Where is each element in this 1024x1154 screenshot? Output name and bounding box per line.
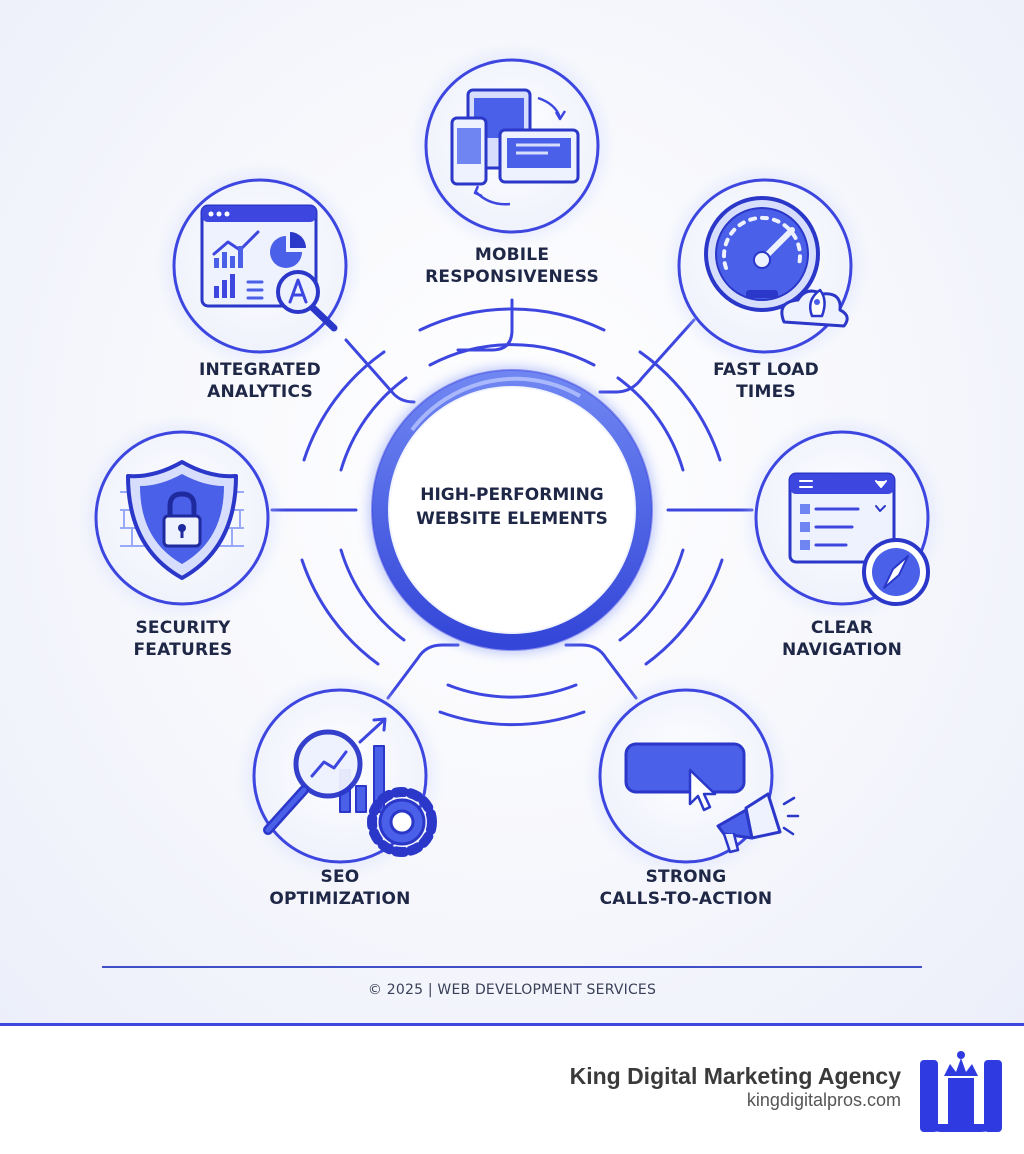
agency-url[interactable]: kingdigitalpros.com (746, 1090, 901, 1110)
hub-orbit-arcs (300, 307, 724, 727)
connector-analytics (344, 338, 416, 404)
cta-button-icon (624, 742, 800, 854)
hub-title-line: WEBSITE ELEMENTS (416, 509, 608, 529)
node-label-line: CLEAR (810, 618, 874, 638)
navigation-icon (788, 472, 930, 606)
diagram-graphics (88, 52, 936, 870)
node-label-line: TIMES (736, 382, 796, 402)
node-label-clear-navigation: CLEAR NAVIGATION (742, 617, 942, 661)
footer-divider (102, 966, 922, 968)
node-label-line: CALLS-TO-ACTION (599, 889, 773, 909)
hub-title-line: HIGH-PERFORMING (420, 485, 604, 505)
node-label-strong-calls-to-action: STRONG CALLS-TO-ACTION (574, 866, 798, 910)
node-label-line: FEATURES (133, 640, 233, 660)
shield-lock-icon (120, 460, 244, 580)
speedometer-icon (704, 196, 849, 328)
node-label-line: FAST LOAD (713, 360, 819, 380)
node-label-line: SEO (320, 867, 360, 887)
node-label-integrated-analytics: INTEGRATED ANALYTICS (160, 359, 360, 403)
node-label-line: NAVIGATION (781, 640, 903, 660)
agency-name: King Digital Marketing Agency (569, 1063, 901, 1089)
node-label-seo-optimization: SEO OPTIMIZATION (240, 866, 440, 910)
node-label-mobile-responsiveness: MOBILE RESPONSIVENESS (412, 244, 612, 288)
agency-logo (920, 1051, 1002, 1132)
node-label-line: RESPONSIVENESS (425, 267, 599, 287)
node-label-line: SECURITY (135, 618, 231, 638)
brand-band-divider (0, 1023, 1024, 1026)
devices-icon (450, 88, 580, 206)
hub-title: HIGH-PERFORMING WEBSITE ELEMENTS (370, 483, 654, 531)
node-label-line: STRONG (645, 867, 727, 887)
node-label-line: INTEGRATED (199, 360, 321, 380)
connector-cta (564, 643, 638, 700)
node-label-line: ANALYTICS (207, 382, 313, 402)
node-label-fast-load-times: FAST LOAD TIMES (666, 359, 866, 403)
node-label-line: OPTIMIZATION (269, 889, 411, 909)
copyright-text: © 2025 | WEB DEVELOPMENT SERVICES (367, 982, 657, 998)
node-label-security-features: SECURITY FEATURES (83, 617, 283, 661)
hub-ring (369, 367, 655, 653)
seo-icon (263, 717, 437, 857)
connector-mobile (456, 298, 514, 352)
analytics-icon (200, 204, 338, 332)
node-label-line: MOBILE (474, 245, 550, 265)
connector-seo (386, 643, 460, 700)
